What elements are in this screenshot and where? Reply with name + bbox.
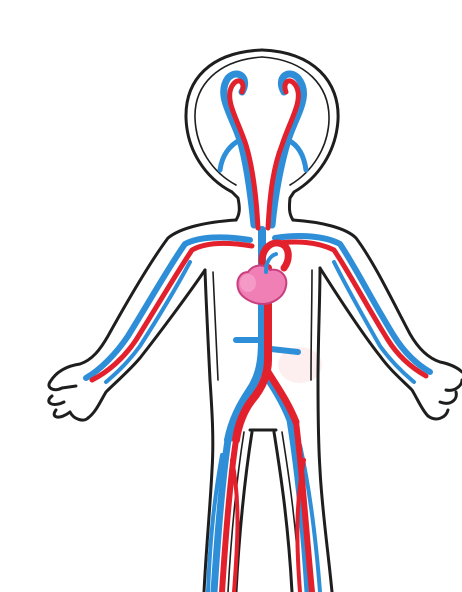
vein-left-arm bbox=[86, 237, 250, 378]
vein-head-branch-right bbox=[288, 140, 306, 170]
right-hand-outline bbox=[428, 380, 462, 419]
torso-right-outline bbox=[318, 268, 332, 592]
right-arm-outline-lower bbox=[320, 268, 428, 416]
body-outline bbox=[49, 50, 462, 592]
crotch-outline bbox=[236, 430, 292, 592]
torso-right-inner bbox=[311, 270, 312, 380]
left-arm-outline-lower bbox=[88, 270, 205, 418]
torso-left-inner bbox=[213, 272, 218, 380]
heart-left-atrium bbox=[240, 274, 256, 292]
vein-right-arm-inner bbox=[334, 262, 414, 382]
vein-head-branch-left bbox=[220, 140, 240, 170]
left-hand-outline bbox=[49, 382, 88, 420]
